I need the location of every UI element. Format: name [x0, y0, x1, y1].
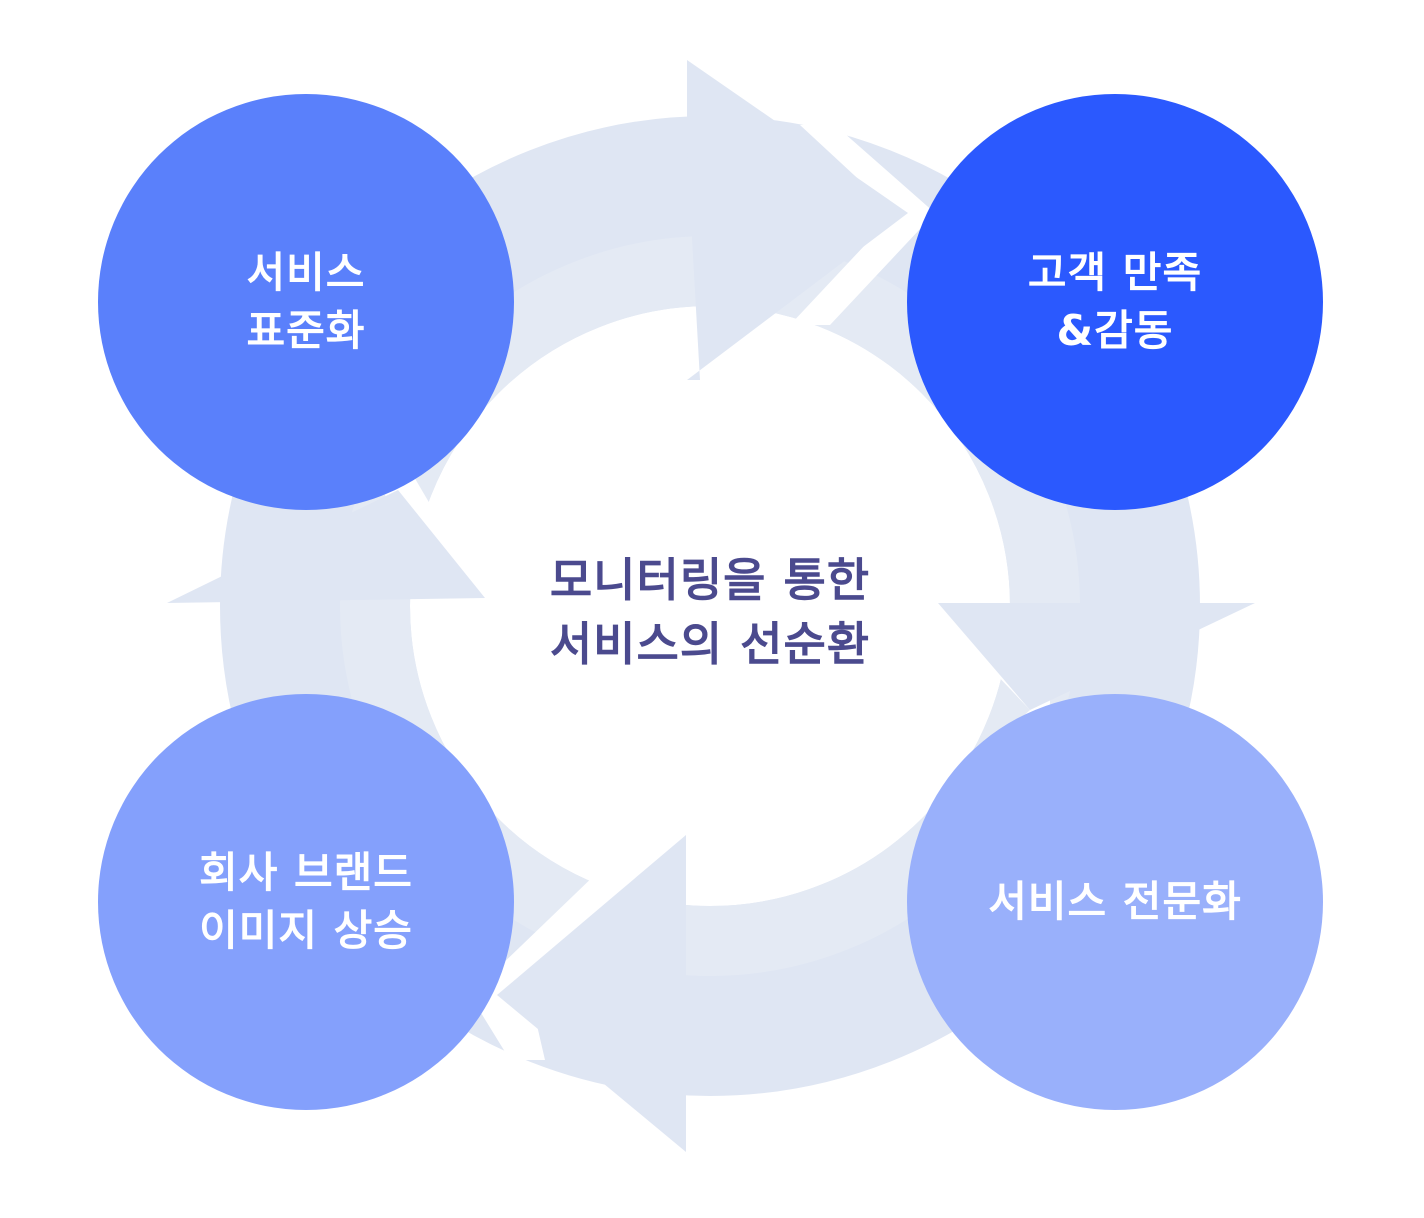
center-title: 모니터링을 통한 서비스의 선순환	[460, 548, 960, 676]
arrowhead-down-pointing-icon	[938, 603, 1255, 710]
node-brand-image: 회사 브랜드 이미지 상승	[98, 694, 514, 1110]
arrowhead-left-pointing-icon	[497, 835, 686, 1152]
node-label-line2: 표준화	[246, 306, 366, 355]
ring-center-hole	[422, 318, 998, 894]
node-label-line2: 이미지 상승	[199, 906, 413, 955]
node-label-line1: 고객 만족	[1027, 248, 1203, 297]
separator-top-right	[790, 125, 935, 325]
node-service-standardization: 서비스 표준화	[98, 94, 514, 510]
arrowhead-up-pointing-icon	[167, 490, 485, 603]
node-label-line1: 서비스 전문화	[988, 877, 1242, 926]
node-service-specialization: 서비스 전문화	[907, 694, 1323, 1110]
node-label-line1: 회사 브랜드	[199, 848, 413, 897]
center-title-line2: 서비스의 선순환	[549, 617, 871, 671]
arrowhead-right-pointing-icon	[687, 60, 908, 380]
arrowheads	[167, 60, 1255, 1152]
node-customer-satisfaction: 고객 만족 &감동	[907, 94, 1323, 510]
center-title-line1: 모니터링을 통한	[549, 553, 871, 607]
node-label-line1: 서비스	[246, 248, 366, 297]
node-label-line2: &감동	[1056, 306, 1174, 355]
